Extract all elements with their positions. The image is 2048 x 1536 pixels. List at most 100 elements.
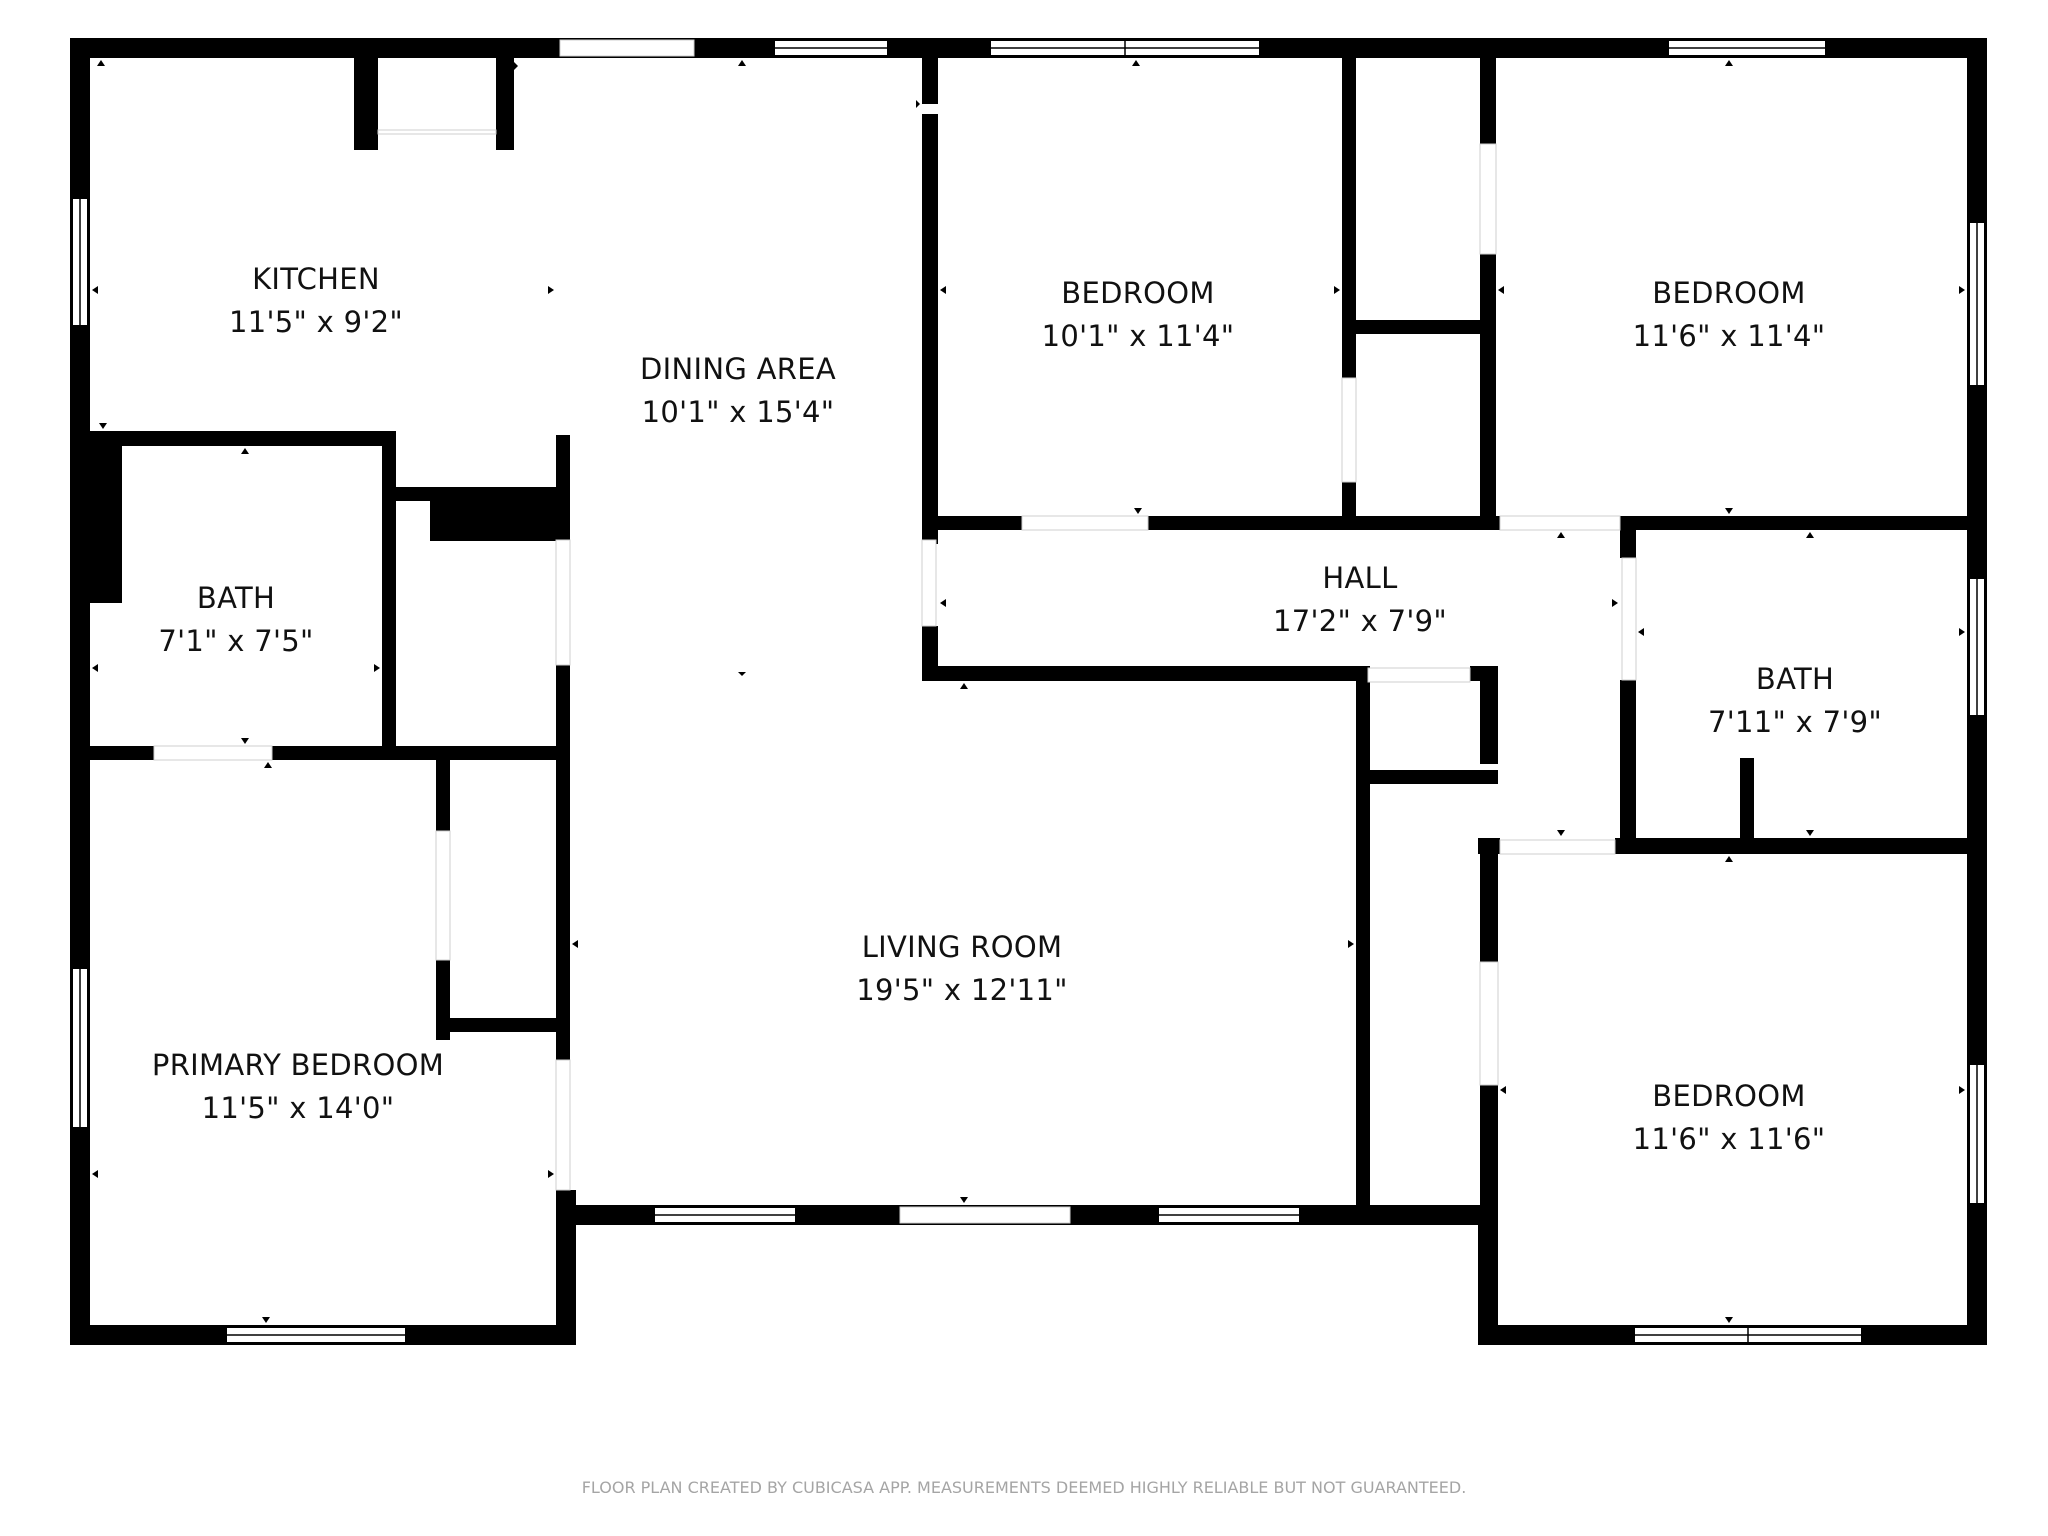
hall-opening-left — [921, 539, 937, 627]
window-kitchen-top — [773, 39, 889, 57]
exterior-wall-step-left — [556, 1190, 576, 1345]
closet-block — [430, 487, 568, 541]
window-living-bottom-right — [1157, 1206, 1301, 1224]
windows — [71, 39, 1986, 1344]
wall-bath-left-thick — [70, 431, 122, 603]
wall-hall-top-a — [922, 516, 1022, 530]
window-bedroom2-top — [1667, 39, 1827, 57]
primary-closet-door[interactable] — [435, 830, 451, 961]
room-name-bedroom-1: BEDROOM — [1061, 276, 1214, 310]
wall-closet-divider-left-upper — [1342, 58, 1356, 378]
pantry-opening — [377, 129, 497, 135]
bath1-door[interactable] — [153, 745, 273, 761]
wall-bedroom3-left-lower — [1480, 1085, 1498, 1225]
window-primary-left — [71, 967, 89, 1129]
wall-kitchen-bath — [70, 431, 396, 446]
room-dim-kitchen: 11'5" x 9'2" — [229, 305, 403, 339]
room-name-dining: DINING AREA — [640, 352, 836, 386]
room-dim-bedroom-1: 10'1" x 11'4" — [1042, 319, 1235, 353]
wall-bath2-bottom — [1615, 838, 1987, 854]
bedroom3-closet-door[interactable] — [1479, 961, 1499, 1086]
hall-closet-door[interactable] — [1367, 667, 1471, 683]
room-primary-bedroom: PRIMARY BEDROOM 11'5" x 14'0" — [152, 1048, 444, 1125]
wall-dining-left-upper — [556, 435, 570, 540]
wall-living-right — [1356, 666, 1370, 1210]
bedroom2-closet-door[interactable] — [1479, 143, 1497, 255]
room-name-living: LIVING ROOM — [862, 930, 1063, 964]
primary-door[interactable] — [555, 1059, 571, 1191]
wall-bedroom3-left-upper — [1480, 838, 1498, 962]
wall-closet-column-right — [1480, 666, 1498, 764]
wall-bedroom1-left-lower — [922, 114, 938, 544]
room-dim-bath-2: 7'11" x 7'9" — [1708, 705, 1882, 739]
bath2-door[interactable] — [1621, 557, 1637, 681]
room-name-bedroom-3: BEDROOM — [1652, 1079, 1805, 1113]
room-dining: DINING AREA 10'1" x 15'4" — [640, 352, 836, 429]
room-living: LIVING ROOM 19'5" x 12'11" — [856, 930, 1068, 1007]
wall-dining-left-bottom — [556, 1190, 570, 1210]
measurement-ticks — [92, 60, 1965, 1323]
kitchen-closet-door[interactable] — [555, 539, 571, 666]
wall-closet-divider-right-lower — [1480, 254, 1496, 528]
room-dim-hall: 17'2" x 7'9" — [1273, 604, 1447, 638]
wall-hall-top-b — [1148, 516, 1496, 530]
room-name-bath-2: BATH — [1756, 662, 1834, 696]
wall-hall-top-d — [1620, 516, 1987, 530]
openings — [153, 39, 1637, 1224]
room-dim-dining: 10'1" x 15'4" — [642, 395, 835, 429]
wall-hall-top-c — [1480, 516, 1500, 530]
wall-dining-left-lower — [556, 665, 570, 1060]
bedroom2-door[interactable] — [1499, 515, 1621, 531]
window-bedroom2-right — [1968, 221, 1986, 387]
room-dim-primary-bedroom: 11'5" x 14'0" — [202, 1091, 395, 1125]
room-dim-living: 19'5" x 12'11" — [856, 973, 1068, 1007]
front-door[interactable] — [899, 1206, 1071, 1224]
wall-closet-divider-right-upper — [1480, 58, 1496, 144]
room-bath-2: BATH 7'11" x 7'9" — [1708, 662, 1882, 739]
bedroom3-door[interactable] — [1499, 839, 1616, 855]
footer-disclaimer: FLOOR PLAN CREATED BY CUBICASA APP. MEAS… — [582, 1478, 1467, 1497]
window-bedroom3-bottom — [1633, 1326, 1863, 1344]
entry-door-top[interactable] — [559, 39, 695, 57]
wall-hall-bottom — [922, 666, 1368, 681]
window-bedroom1-top — [989, 39, 1261, 57]
room-name-primary-bedroom: PRIMARY BEDROOM — [152, 1048, 444, 1082]
room-name-kitchen: KITCHEN — [252, 262, 380, 296]
room-bedroom-2: BEDROOM 11'6" x 11'4" — [1633, 276, 1826, 353]
wall-closet-left-upper — [436, 746, 450, 831]
room-name-bath-1: BATH — [197, 581, 275, 615]
wall-bath2-partition — [1740, 758, 1754, 850]
wall-closet-shelf — [1342, 320, 1496, 334]
room-dim-bedroom-2: 11'6" x 11'4" — [1633, 319, 1826, 353]
room-hall: HALL 17'2" x 7'9" — [1273, 561, 1447, 638]
window-primary-bottom — [225, 1326, 407, 1344]
room-name-bedroom-2: BEDROOM — [1652, 276, 1805, 310]
room-labels: KITCHEN 11'5" x 9'2" DINING AREA 10'1" x… — [152, 262, 1882, 1156]
wall-hall-left-lower — [922, 626, 938, 681]
wall-bath2-left-lower — [1620, 680, 1636, 850]
wall-bath-bottom-b — [272, 746, 570, 760]
window-living-bottom-left — [653, 1206, 797, 1224]
wall-closet-column-shelf — [1356, 770, 1498, 784]
window-bath2-right — [1968, 577, 1986, 717]
wall-bath2-left-upper — [1620, 516, 1636, 558]
pantry-wall-right — [496, 58, 514, 150]
room-name-hall: HALL — [1322, 561, 1397, 595]
window-kitchen-left — [71, 197, 89, 327]
wall-bath-right — [382, 431, 396, 756]
room-dim-bedroom-3: 11'6" x 11'6" — [1633, 1122, 1826, 1156]
room-bedroom-1: BEDROOM 10'1" x 11'4" — [1042, 276, 1235, 353]
wall-closet-bottom — [436, 1018, 570, 1032]
wall-bedroom1-left-upper — [922, 58, 938, 104]
bedroom1-door[interactable] — [1021, 515, 1149, 531]
exterior-wall-step-right — [1478, 1205, 1498, 1345]
wall-bath-bottom-a — [70, 746, 154, 760]
window-bedroom3-right — [1968, 1063, 1986, 1205]
room-dim-bath-1: 7'1" x 7'5" — [158, 624, 313, 658]
room-bedroom-3: BEDROOM 11'6" x 11'6" — [1633, 1079, 1826, 1156]
pantry-wall-left — [354, 58, 378, 150]
bedroom1-closet-door[interactable] — [1341, 377, 1357, 483]
room-bath-1: BATH 7'1" x 7'5" — [158, 581, 313, 658]
room-kitchen: KITCHEN 11'5" x 9'2" — [229, 262, 403, 339]
